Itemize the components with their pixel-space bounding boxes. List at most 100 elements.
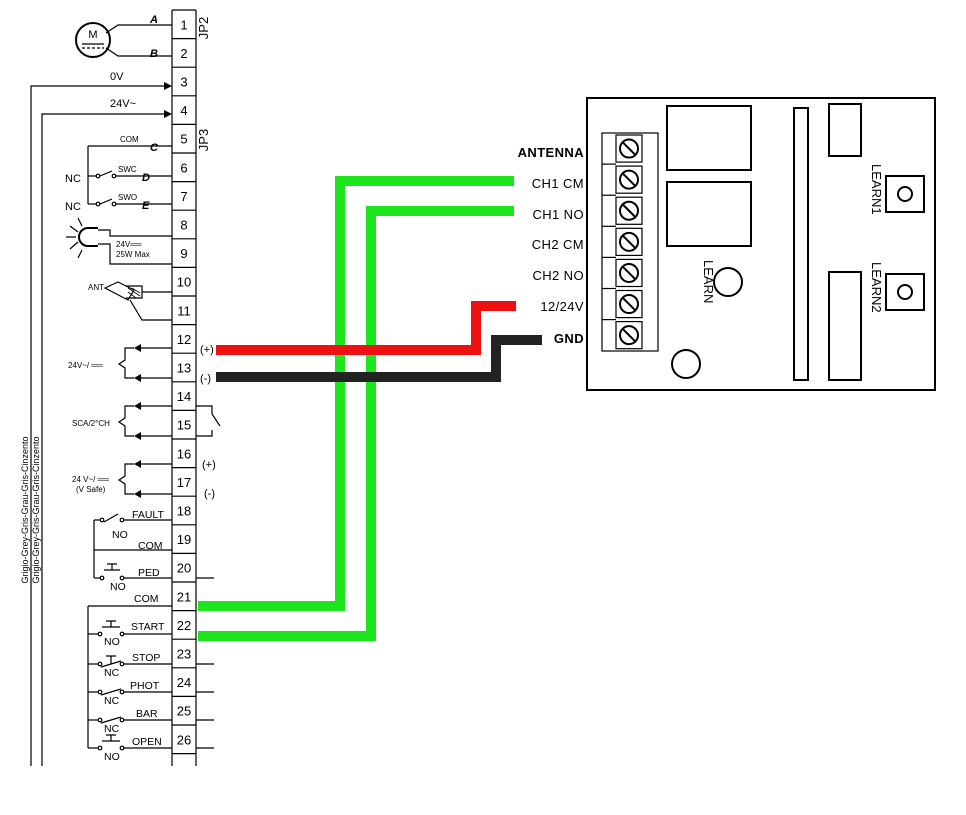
terminal-number-1: 1 xyxy=(180,17,187,32)
screw-icon xyxy=(619,262,639,283)
vsafe-minus-label: (-) xyxy=(204,488,215,500)
screw-slot xyxy=(622,204,636,218)
vsafe-plus-label: (+) xyxy=(202,459,216,471)
swo-label: SWO xyxy=(118,193,137,202)
ground-wire-label-1: Grigio-Grey-Gris-Grau-Gris-Cinzento xyxy=(20,436,30,583)
screw-icon xyxy=(619,200,639,221)
phot-nc-label: NC xyxy=(104,695,120,707)
open-label: OPEN xyxy=(132,736,162,748)
open-no-label: NO xyxy=(104,751,120,763)
fault-label: FAULT xyxy=(132,509,164,521)
com19-label: COM xyxy=(138,540,163,552)
terminal-number-17: 17 xyxy=(177,475,191,490)
screw-slot xyxy=(622,328,636,342)
receiver-led-icon xyxy=(671,349,701,379)
power-input: 0V 24V~ Grigio-Grey-Gris-Grau-Gris-Cinze… xyxy=(20,71,172,766)
screw-icon xyxy=(619,138,639,159)
board-component-1 xyxy=(828,103,862,157)
rx-terminal-box xyxy=(615,227,643,257)
rx-label-ch1-no: CH1 NO xyxy=(532,207,584,222)
terminal-number-10: 10 xyxy=(177,275,191,290)
ped-label: PED xyxy=(138,567,160,579)
terminal-number-6: 6 xyxy=(180,160,187,175)
screw-slot xyxy=(622,172,636,187)
receiver-terminal-block xyxy=(601,132,659,352)
learn2-label: LEARN2 xyxy=(869,262,884,313)
supply-output-label: 24V~/ ══ xyxy=(68,361,103,370)
screw-icon xyxy=(619,169,639,190)
terminal-number-4: 4 xyxy=(180,103,187,118)
screw-icon xyxy=(619,231,639,252)
bar-label: BAR xyxy=(136,708,158,720)
receiver-board: LEARN LEARN1 LEARN2 ANTENNA CH1 CM CH1 N… xyxy=(518,97,936,391)
learn-led-icon xyxy=(713,267,743,297)
terminal-number-18: 18 xyxy=(177,504,191,519)
fault-no-label: NO xyxy=(112,529,128,541)
lamp-power-label: 25W Max xyxy=(116,250,150,259)
rx-label-ch2-no: CH2 NO xyxy=(532,268,584,283)
com-c-label: COM xyxy=(120,135,139,144)
rx-label-ch2-cm: CH2 CM xyxy=(532,237,584,252)
learn1-button-icon xyxy=(897,186,913,202)
motor-symbol: M xyxy=(88,29,97,41)
swo-nc-label: NC xyxy=(65,201,81,213)
rx-terminal-box xyxy=(615,196,643,225)
swc-nc-label: NC xyxy=(65,173,81,185)
relay-1 xyxy=(666,105,752,171)
rx-terminal-box xyxy=(615,258,643,288)
learn1-button[interactable] xyxy=(885,175,925,213)
terminal-number-19: 19 xyxy=(177,532,191,547)
bar-nc-label: NC xyxy=(104,723,120,735)
ped-no-label: NO xyxy=(110,581,126,593)
antenna-input: ANT xyxy=(88,281,172,321)
terminal-number-11: 11 xyxy=(177,303,191,318)
connector-jp3-label: JP3 xyxy=(196,129,211,151)
learn2-button[interactable] xyxy=(885,273,925,311)
rx-terminal-box xyxy=(615,321,643,350)
terminal-number-12: 12 xyxy=(177,332,191,347)
stop-nc-label: NC xyxy=(104,667,120,679)
terminal-number-14: 14 xyxy=(177,389,191,404)
limit-switches: COM C NC SWC D NC SWO E xyxy=(65,135,172,213)
terminal-number-16: 16 xyxy=(177,446,191,461)
terminal-number-20: 20 xyxy=(177,561,191,576)
receiver-outline xyxy=(586,97,936,391)
screw-icon xyxy=(619,325,639,346)
terminal-number-7: 7 xyxy=(180,189,187,204)
terminal-number-3: 3 xyxy=(180,75,187,90)
lamp-icon xyxy=(78,227,98,247)
terminal-number-26: 26 xyxy=(177,732,191,747)
com21-label: COM xyxy=(134,593,159,605)
rx-label-gnd: GND xyxy=(554,331,584,346)
motor: M A B xyxy=(75,14,172,60)
terminal-number-22: 22 xyxy=(177,618,191,633)
wire-gnd-to-minus xyxy=(216,335,542,382)
terminal-number-24: 24 xyxy=(177,675,191,690)
supply-plus-label: (+) xyxy=(200,344,214,356)
vsafe-label-2: (V Safe) xyxy=(76,485,106,494)
com-c-letter: C xyxy=(150,142,159,154)
screw-slot xyxy=(622,266,636,280)
relay-2 xyxy=(666,181,752,247)
sca-output: SCA/2°CH xyxy=(72,402,221,440)
board-component-2 xyxy=(828,271,862,381)
command-inputs: COM START NO STOP NC PHOT NC BAR NC xyxy=(87,593,214,763)
motor-wire-a: A xyxy=(149,14,158,26)
swo-letter: E xyxy=(142,200,150,212)
rx-label-12-24v: 12/24V xyxy=(540,299,584,314)
connector-jp2-label: JP2 xyxy=(196,17,211,39)
power-0v-label: 0V xyxy=(110,71,124,83)
terminal-strip: 1234567891011121314151617181920212223242… xyxy=(171,9,197,766)
terminal-number-9: 9 xyxy=(180,246,187,261)
learn2-button-icon xyxy=(897,284,913,300)
terminal-number-13: 13 xyxy=(177,361,191,376)
rx-terminal-box xyxy=(615,134,643,163)
terminal-number-2: 2 xyxy=(180,46,187,61)
terminal-number-8: 8 xyxy=(180,218,187,233)
screw-icon xyxy=(619,294,639,315)
rx-label-ch1-cm: CH1 CM xyxy=(532,176,584,191)
rx-terminal-box xyxy=(615,165,643,194)
learn1-label: LEARN1 xyxy=(869,164,884,215)
start-label: START xyxy=(131,621,165,633)
